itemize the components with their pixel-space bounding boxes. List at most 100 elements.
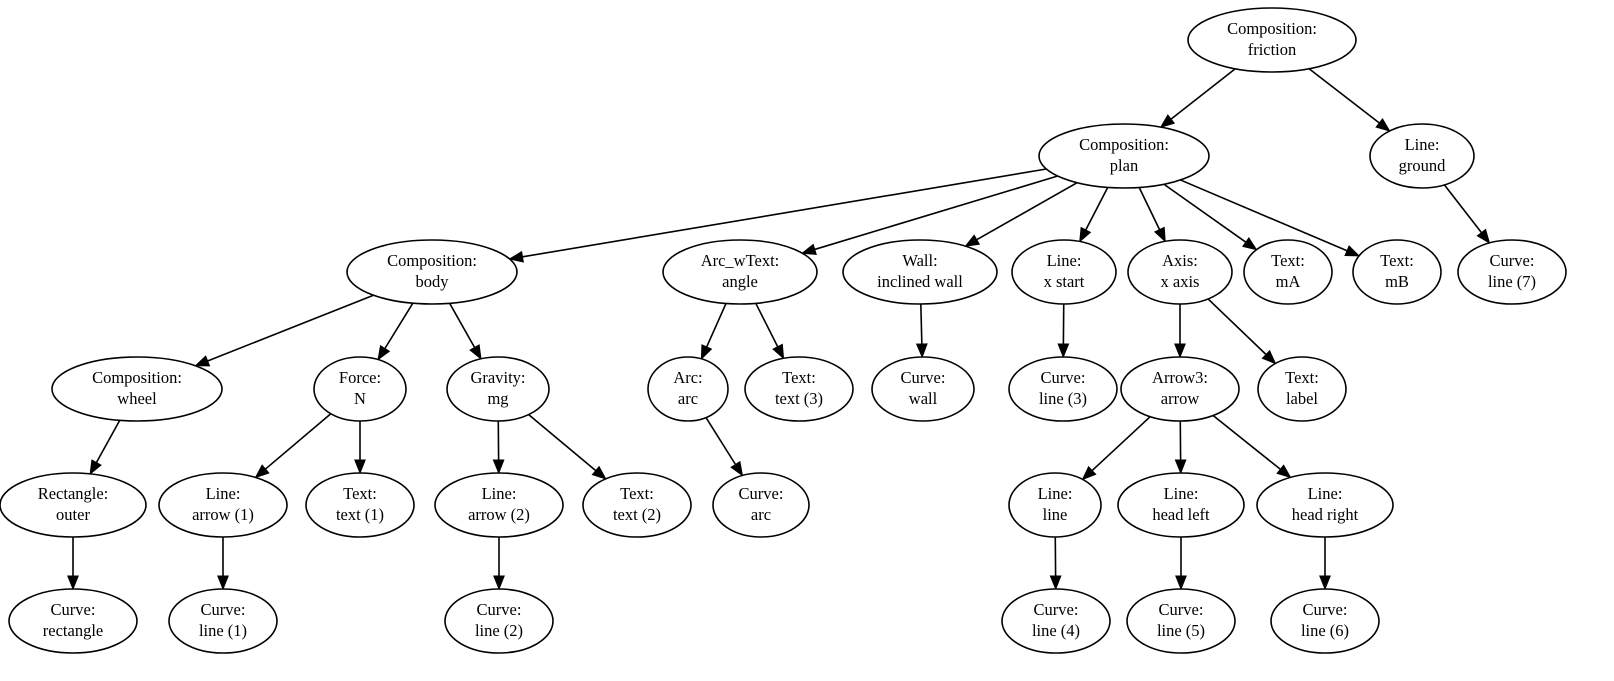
edge-arrowhead-icon <box>1081 465 1097 481</box>
graph-edge <box>800 175 1058 255</box>
node-ellipse[interactable] <box>305 472 415 538</box>
node-ellipse[interactable] <box>1117 472 1245 538</box>
node-ellipse[interactable] <box>346 239 518 305</box>
node-ellipse[interactable] <box>1038 123 1210 189</box>
node-ellipse[interactable] <box>1256 472 1394 538</box>
graph-node-text1[interactable]: Text:text (1) <box>305 472 415 538</box>
edge-arrowhead-icon <box>1344 245 1361 257</box>
graph-node-text2[interactable]: Text:text (2) <box>582 472 692 538</box>
graph-node-text3[interactable]: Text:text (3) <box>744 356 854 422</box>
graph-node-rectouter[interactable]: Rectangle:outer <box>0 472 147 538</box>
node-ellipse[interactable] <box>1352 239 1442 305</box>
graph-node-angle[interactable]: Arc_wText:angle <box>662 239 818 305</box>
graph-node-headleft[interactable]: Line:head left <box>1117 472 1245 538</box>
edge-arrowhead-icon <box>492 459 505 475</box>
graph-node-line1[interactable]: Curve:line (1) <box>168 588 278 654</box>
graph-node-curvearc[interactable]: Curve:arc <box>712 472 810 538</box>
node-ellipse[interactable] <box>1243 239 1333 305</box>
node-ellipse[interactable] <box>1369 123 1475 189</box>
node-ellipse[interactable] <box>1457 239 1567 305</box>
node-ellipse[interactable] <box>313 356 407 422</box>
graph-node-curverect[interactable]: Curve:rectangle <box>8 588 138 654</box>
node-ellipse[interactable] <box>1011 239 1117 305</box>
edge-line <box>95 419 121 463</box>
graph-edge <box>217 537 229 591</box>
graph-node-arrow3[interactable]: Arrow3:arrow <box>1120 356 1240 422</box>
graph-node-plan[interactable]: Composition:plan <box>1038 123 1210 189</box>
node-ellipse[interactable] <box>168 588 278 654</box>
node-ellipse[interactable] <box>1126 588 1236 654</box>
graph-node-mA[interactable]: Text:mA <box>1243 239 1333 305</box>
edge-line <box>522 168 1047 258</box>
node-ellipse[interactable] <box>1008 356 1118 422</box>
node-ellipse[interactable] <box>842 239 998 305</box>
graph-node-line5[interactable]: Curve:line (5) <box>1126 588 1236 654</box>
edge-arrowhead-icon <box>254 464 270 479</box>
graph-node-mB[interactable]: Text:mB <box>1352 239 1442 305</box>
node-ellipse[interactable] <box>446 356 550 422</box>
node-ellipse[interactable] <box>8 588 138 654</box>
edge-line <box>755 302 779 348</box>
graph-node-inclinedwall[interactable]: Wall:inclined wall <box>842 239 998 305</box>
graph-node-wheel[interactable]: Composition:wheel <box>51 356 223 422</box>
node-ellipse[interactable] <box>744 356 854 422</box>
node-ellipse[interactable] <box>444 588 554 654</box>
node-ellipse[interactable] <box>0 472 147 538</box>
edge-line <box>448 302 476 348</box>
graph-edge <box>1049 536 1062 591</box>
graph-edge <box>354 421 366 475</box>
graph-node-line7[interactable]: Curve:line (7) <box>1457 239 1567 305</box>
node-ellipse[interactable] <box>582 472 692 538</box>
node-ellipse[interactable] <box>1008 472 1102 538</box>
edge-arrowhead-icon <box>700 344 713 361</box>
graph-edge <box>1180 179 1361 257</box>
graph-node-arrow2[interactable]: Line:arrow (2) <box>434 472 564 538</box>
graph-node-label[interactable]: Text:label <box>1257 356 1347 422</box>
graph-node-lineline[interactable]: Line:line <box>1008 472 1102 538</box>
graph-node-line3[interactable]: Curve:line (3) <box>1008 356 1118 422</box>
edge-arrowhead-icon <box>1174 459 1187 475</box>
graph-node-body[interactable]: Composition:body <box>346 239 518 305</box>
edge-line <box>1085 187 1109 231</box>
node-ellipse[interactable] <box>1127 239 1233 305</box>
graph-node-arrow1[interactable]: Line:arrow (1) <box>158 472 288 538</box>
graph-node-arc[interactable]: Arc:arc <box>647 356 729 422</box>
edge-arrowhead-icon <box>1476 228 1491 244</box>
graph-node-xstart[interactable]: Line:x start <box>1011 239 1117 305</box>
graph-node-headright[interactable]: Line:head right <box>1256 472 1394 538</box>
edge-line <box>1443 184 1483 234</box>
node-ellipse[interactable] <box>51 356 223 422</box>
edge-line <box>1091 416 1151 472</box>
node-ellipse[interactable] <box>1270 588 1380 654</box>
graph-node-line2[interactable]: Curve:line (2) <box>444 588 554 654</box>
graph-edge <box>448 302 482 361</box>
graph-node-gravity[interactable]: Gravity:mg <box>446 356 550 422</box>
graph-node-friction[interactable]: Composition:friction <box>1187 7 1357 73</box>
node-ellipse[interactable] <box>662 239 818 305</box>
node-ellipse[interactable] <box>871 356 975 422</box>
graph-node-line4[interactable]: Curve:line (4) <box>1001 588 1111 654</box>
edge-arrowhead-icon <box>493 575 505 591</box>
graph-edge <box>1081 416 1151 481</box>
node-ellipse[interactable] <box>1120 356 1240 422</box>
edges-layer <box>67 68 1491 591</box>
node-ellipse[interactable] <box>158 472 288 538</box>
edge-arrowhead-icon <box>217 575 229 591</box>
edge-arrowhead-icon <box>469 344 482 361</box>
edge-line <box>976 181 1078 241</box>
graph-node-xaxis[interactable]: Axis:x axis <box>1127 239 1233 305</box>
graph-node-forceN[interactable]: Force:N <box>313 356 407 422</box>
node-ellipse[interactable] <box>434 472 564 538</box>
graph-node-line6[interactable]: Curve:line (6) <box>1270 588 1380 654</box>
edge-arrowhead-icon <box>800 243 817 255</box>
node-ellipse[interactable] <box>1257 356 1347 422</box>
edge-line <box>1207 298 1267 356</box>
node-ellipse[interactable] <box>647 356 729 422</box>
node-ellipse[interactable] <box>1187 7 1357 73</box>
node-ellipse[interactable] <box>1001 588 1111 654</box>
graph-node-curvewall[interactable]: Curve:wall <box>871 356 975 422</box>
graph-node-ground[interactable]: Line:ground <box>1369 123 1475 189</box>
node-ellipse[interactable] <box>712 472 810 538</box>
